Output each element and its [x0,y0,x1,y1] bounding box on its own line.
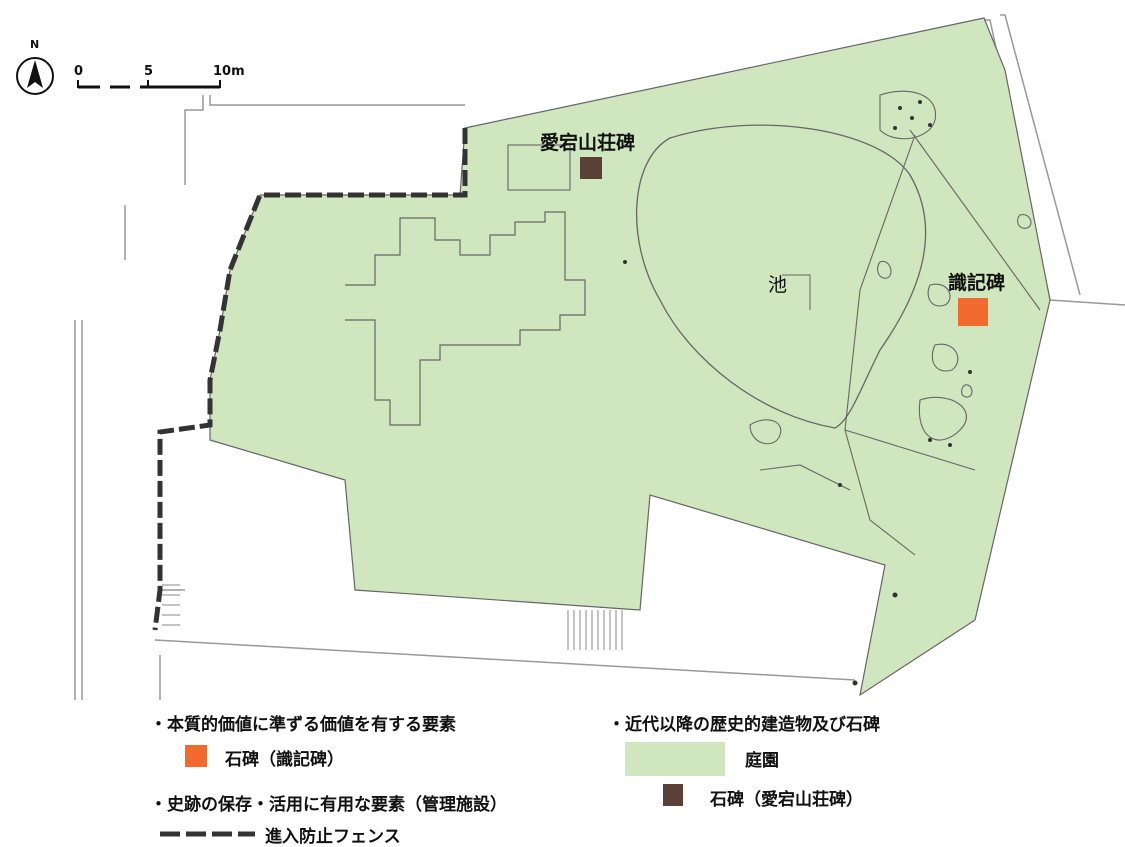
atagoyama-monument-marker [580,157,602,179]
commemorative-monument-label: 識記碑 [948,272,1006,294]
pond-inner-line [782,274,811,310]
legend-group2-title: ・史跡の保存・活用に有用な要素（管理施設） [150,795,507,815]
tree-dots [623,100,972,686]
north-yard [507,144,571,191]
building-outline [345,211,586,426]
scale-bar [77,80,221,89]
intrusion-fence [152,128,468,631]
legend-group3-item2: 石碑（愛宕山荘碑） [710,790,863,810]
legend-group1-title: ・本質的価値に準ずる価値を有する要素 [150,715,456,735]
garden-paths [749,90,1041,556]
legend-swatch-brown [663,784,683,806]
scale-label-10m: 10m [213,64,245,79]
pond-label: 池 [768,274,788,296]
pond-outline [635,124,927,429]
garden-area [209,17,1051,697]
north-label: N [30,38,40,51]
steps [162,584,623,650]
legend-group3-title: ・近代以降の歴史的建造物及び石碑 [608,715,880,735]
legend-group3-item1: 庭園 [745,751,779,771]
legend-group1-item: 石碑（識記碑） [225,750,344,770]
legend-swatch-orange [185,745,207,767]
scale-label-5: 5 [144,64,154,79]
scale-label-0: 0 [74,64,84,79]
legend-swatch-garden [625,742,725,776]
legend-group2-item: 進入防止フェンス [265,827,401,847]
atagoyama-monument-label: 愛宕山荘碑 [540,132,636,154]
commemorative-monument-marker [958,298,988,326]
north-arrow-icon [16,57,54,95]
